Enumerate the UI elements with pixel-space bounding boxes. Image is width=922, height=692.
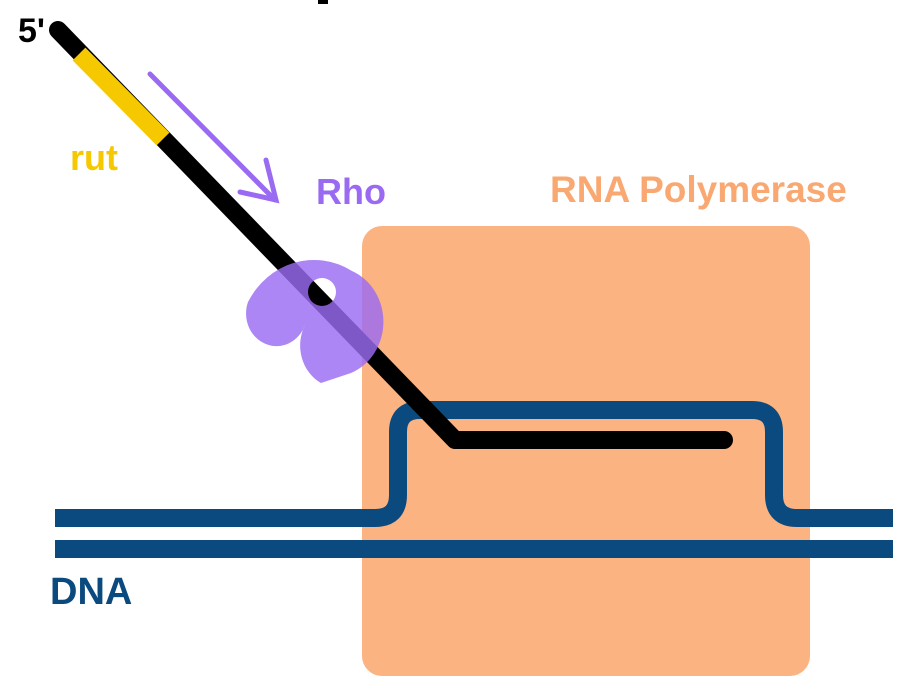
dna-label: DNA [50, 571, 132, 613]
rho-protein [246, 259, 384, 383]
heading-fragment [318, 0, 328, 4]
arrow-icon [147, 71, 280, 204]
five-prime-label: 5' [18, 12, 45, 50]
dna-coding-strand [55, 401, 893, 527]
rna-polymerase-label: RNA Polymerase [550, 169, 847, 210]
rna-transcript [49, 21, 733, 449]
rho-label: Rho [316, 171, 386, 212]
rut-site [72, 47, 170, 146]
rna-polymerase [362, 226, 810, 676]
rut-label: rut [70, 137, 118, 178]
